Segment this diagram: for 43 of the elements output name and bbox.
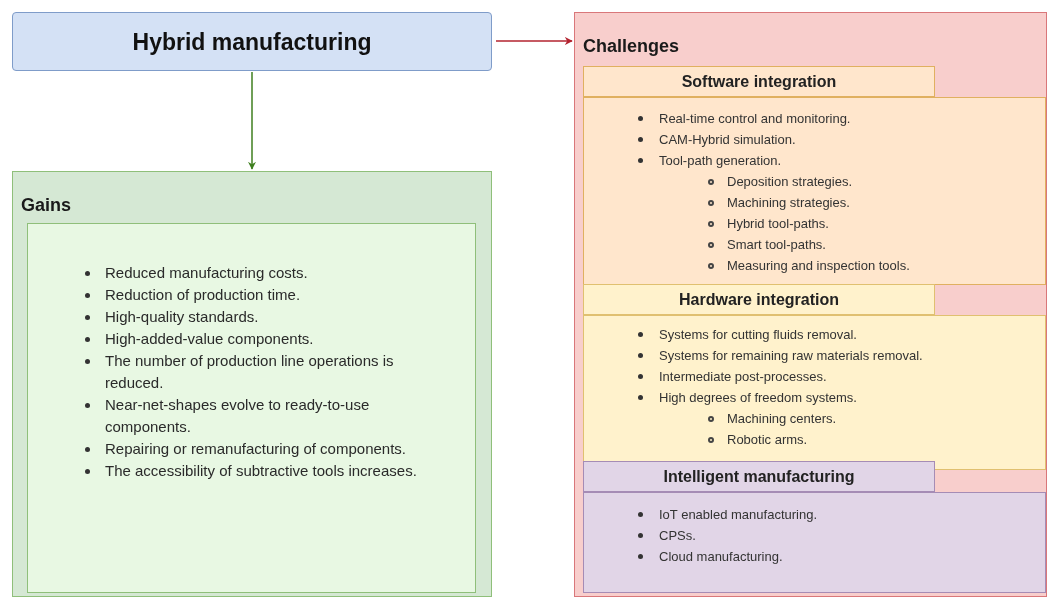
- bullet-item: IoT enabled manufacturing.: [659, 506, 818, 524]
- bullet-item: Cloud manufacturing.: [659, 548, 783, 566]
- bullet-item: Real-time control and monitoring.: [659, 110, 851, 128]
- bullet-item: CPSs.: [659, 527, 696, 545]
- bullet-item: Robotic arms.: [727, 431, 808, 449]
- section-header: [583, 284, 935, 315]
- list-box: [583, 97, 1046, 285]
- section-title: Hardware integration: [679, 290, 839, 310]
- bullet-item: Systems for remaining raw materials removal.: [659, 347, 923, 365]
- arrow: [495, 37, 573, 45]
- bullet-item: Measuring and inspection tools.: [727, 257, 910, 275]
- arrow: [248, 71, 256, 170]
- bullet-item: Machining centers.: [727, 410, 837, 428]
- group-panel: [574, 12, 1047, 597]
- group-title: Gains: [21, 194, 72, 217]
- bullet-item: Reduced manufacturing costs.: [105, 263, 309, 283]
- list-box: [583, 492, 1046, 593]
- bullet-item: Deposition strategies.: [727, 173, 852, 191]
- bullet-item: Smart tool-paths.: [727, 236, 826, 254]
- group-title: Challenges: [583, 35, 680, 58]
- title-box: [12, 12, 492, 71]
- bullet-item: Systems for cutting fluids removal.: [659, 326, 857, 344]
- group-panel: [12, 171, 492, 597]
- bullet-item: Intermediate post-processes.: [659, 368, 827, 386]
- bullet-item: Repairing or remanufacturing of components.: [105, 439, 407, 459]
- bullet-item: Hybrid tool-paths.: [727, 215, 829, 233]
- section-title: Intelligent manufacturing: [663, 467, 855, 487]
- bullet-item: High-quality standards.: [105, 307, 260, 327]
- section-header: [583, 66, 935, 97]
- bullet-item: Near-net-shapes evolve to ready-to-use components.: [105, 395, 371, 437]
- bullet-item: CAM-Hybrid simulation.: [659, 131, 796, 149]
- title-text: Hybrid manufacturing: [132, 28, 372, 57]
- bullet-item: The accessibility of subtractive tools increases.: [105, 461, 418, 481]
- bullet-item: High degrees of freedom systems.: [659, 389, 857, 407]
- bullet-item: Machining strategies.: [727, 194, 850, 212]
- bullet-item: Tool-path generation.: [659, 152, 782, 170]
- list-box: [583, 315, 1046, 470]
- bullet-item: Reduction of production time.: [105, 285, 302, 305]
- list-box: [27, 223, 476, 593]
- section-header: [583, 461, 935, 492]
- bullet-item: High-added-value components.: [105, 329, 315, 349]
- bullet-item: The number of production line operations is reduced.: [105, 351, 395, 393]
- section-title: Software integration: [681, 72, 837, 92]
